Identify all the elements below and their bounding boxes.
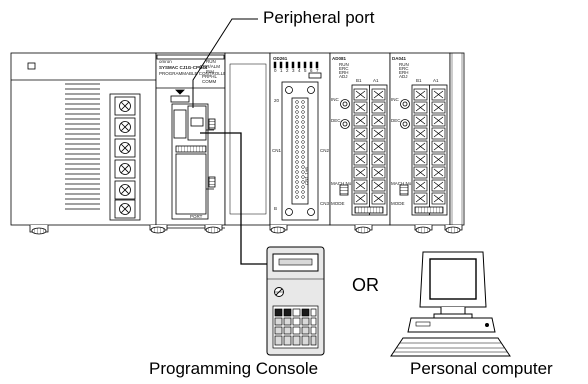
da-unit-no: MACH No.	[391, 181, 413, 186]
peripheral-cable	[200, 132, 267, 265]
cpu-type: PROGRAMMABLE CONTROLLER	[159, 71, 230, 76]
od-label-cn2: CN2	[320, 148, 329, 153]
cpu-model: SYSMAC CJ1G-CPU44	[159, 65, 208, 70]
od-connector-pins	[295, 100, 305, 199]
end-cover	[444, 52, 465, 234]
keyboard-icon	[390, 337, 511, 357]
da-knob-inc: INC	[391, 97, 400, 102]
mode-switch-icon	[274, 287, 284, 297]
cpu-brand: omron	[159, 59, 172, 64]
od-label-cn1: CN1	[272, 148, 281, 153]
programming-console	[266, 246, 325, 356]
cpu-led-prphl: PRPHL	[202, 74, 218, 79]
ad-knob-inc: INC	[331, 97, 340, 102]
cpu-led-inh: INH	[206, 69, 214, 74]
da-name: DA041	[392, 56, 407, 61]
power-terminal-block	[109, 93, 141, 221]
power-supply-vents	[65, 83, 100, 210]
da-led-run: RUN	[399, 62, 409, 67]
da-led-adj: ADJ	[399, 74, 408, 79]
programming-console-label: Programming Console	[149, 359, 319, 378]
od-bit-7: 7	[316, 68, 319, 73]
ad-led-run: RUN	[339, 62, 349, 67]
system-unit	[407, 317, 496, 333]
cpu-led-run: RUN	[206, 59, 216, 64]
od-vertical-label: CN1 1+6	[304, 167, 309, 185]
cpu-led-comm: COMM	[202, 79, 216, 84]
or-label: OR	[352, 275, 379, 295]
ad-terminal-screws	[353, 88, 386, 205]
da-led-erc: ERC	[399, 66, 409, 71]
od-label-20: 20	[274, 98, 280, 103]
da-mode: MODE	[391, 201, 405, 206]
monitor-icon	[419, 251, 487, 319]
peripheral-port-callout	[192, 18, 258, 108]
cpu-unit: omron SYSMAC CJ1G-CPU44 PROGRAMMABLE CON…	[149, 52, 230, 234]
cpu-indicator-icon	[175, 89, 185, 95]
od-bit-0: 0	[274, 68, 277, 73]
od-led-row	[273, 61, 319, 69]
ad-led-adj: ADJ	[339, 74, 348, 79]
ad-knob-dec: DEC	[331, 118, 341, 123]
da-col-a1: A1	[433, 78, 439, 83]
da-knob-dec: DEC	[391, 118, 401, 123]
ad081-unit: AD081 RUN ERC ERH ADJ B1 A1 INC DEC MODE…	[329, 52, 391, 234]
cpu-port-label: PORT	[190, 214, 203, 219]
od-bit-4: 4	[298, 68, 301, 73]
od-label-b: B	[274, 206, 277, 211]
od-bit-2: 2	[286, 68, 289, 73]
od-bit-6: 6	[310, 68, 313, 73]
power-supply-unit	[10, 52, 157, 235]
console-keypad	[272, 305, 319, 349]
plc-rack: omron SYSMAC CJ1G-CPU44 PROGRAMMABLE CON…	[10, 52, 465, 235]
personal-computer	[390, 251, 511, 357]
da-led-erh: ERH	[399, 70, 409, 75]
ad-col-b1: B1	[356, 78, 362, 83]
peripheral-port-label: Peripheral port	[263, 8, 375, 27]
ad-col-a1: A1	[373, 78, 379, 83]
od-bit-5: 5	[304, 68, 307, 73]
da-terminal-screws	[413, 88, 446, 205]
ad-mode: MODE	[331, 201, 345, 206]
da041-unit: DA041 RUN ERC ERH ADJ B1 A1 INC DEC MODE…	[389, 52, 451, 234]
cpu-led-labels: RUN ERR/ALM INH PRPHL COMM	[200, 59, 220, 84]
od-name: OD261	[273, 56, 288, 61]
od-bit-3: 3	[292, 68, 295, 73]
da-col-b1: B1	[416, 78, 422, 83]
od-bit-1: 1	[280, 68, 283, 73]
ad-led-erc: ERC	[339, 66, 349, 71]
ad-led-erh: ERH	[339, 70, 349, 75]
ad-name: AD081	[332, 56, 347, 61]
od-label-cn3: CN3	[320, 201, 329, 206]
od261-unit: OD261 0 1 2 3 4 5 6 7	[269, 52, 331, 234]
ad-unit-no: MACH No.	[331, 181, 353, 186]
cpu-led-err: ERR/ALM	[200, 64, 220, 69]
personal-computer-label: Personal computer	[410, 359, 553, 378]
